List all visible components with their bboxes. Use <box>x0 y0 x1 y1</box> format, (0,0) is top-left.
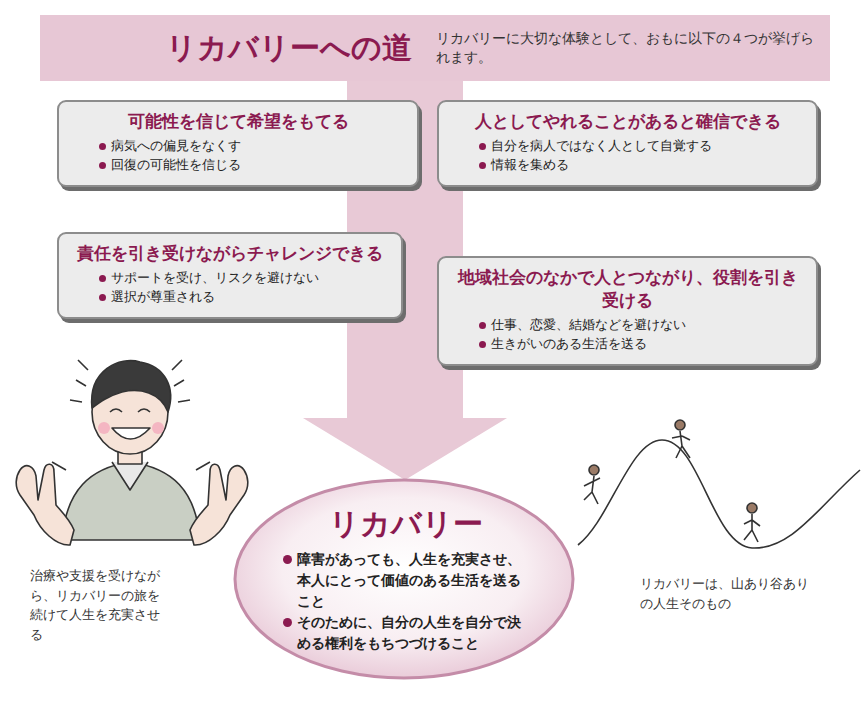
bullet-text: 自分を病人ではなく人として自覚する <box>491 137 712 156</box>
bullet-text: 回復の可能性を信じる <box>111 156 241 175</box>
bullet-text: 病気への偏見をなくす <box>111 137 241 156</box>
bullet-dot <box>479 162 486 169</box>
bullet-dot <box>283 555 292 564</box>
box-heading: 人としてやれることがあると確信できる <box>475 111 781 131</box>
text-wrap: 仕事、恋愛、結婚などを避けない <box>453 316 802 335</box>
text-wrap: 選択が尊重される <box>73 288 387 307</box>
hill-illustration <box>578 420 860 548</box>
bullet-dot <box>479 143 486 150</box>
experience-box: 責任を引き受けながらチャレンジできるサポートを受け、リスクを避けない選択が尊重さ… <box>57 232 403 319</box>
experience-box: 可能性を信じて希望をもてる病気への偏見をなくす回復の可能性を信じる <box>57 100 419 187</box>
bullet-text: 障害があっても、人生を充実させ、本人にとって価値のある生活を送ること <box>297 549 529 612</box>
bullet-text: 仕事、恋愛、結婚などを避けない <box>491 316 686 335</box>
bullet-text: 生きがいのある生活を送る <box>491 335 647 354</box>
note: リカバリーに大切な体験として、おもに以下の４つが挙げられます。 <box>436 30 814 65</box>
bullet-dot <box>479 322 486 329</box>
bullet-dot <box>99 143 106 150</box>
bullet-text: 情報を集める <box>491 156 569 175</box>
bullet-dot <box>283 618 292 627</box>
text-wrap: 自分を病人ではなく人として自覚する <box>453 137 802 156</box>
caption-label: リカバリーは、山あり谷ありの人生そのもの <box>640 574 810 613</box>
text-wrap: 障害があっても、人生を充実させ、本人にとって価値のある生活を送ること <box>283 549 529 612</box>
bullet-dot <box>99 294 106 301</box>
bullet-dot <box>99 162 106 169</box>
bullet-text: 選択が尊重される <box>111 288 215 307</box>
heading-wrap: リカバリーへの道 <box>166 28 412 69</box>
heading-wrap: 地域社会のなかで人とつながり、役割を引き受ける <box>453 266 802 312</box>
text-wrap: 情報を集める <box>453 156 802 175</box>
caption-label: 治療や支援を受けながら、リカバリーの旅を続けて人生を充実させる <box>30 566 168 644</box>
bullet-text: そのために、自分の人生を自分で決める権利をもちつづけること <box>297 612 529 654</box>
person-illustration <box>16 360 248 545</box>
heading-wrap: 人としてやれることがあると確信できる <box>453 110 802 133</box>
heading-wrap: 可能性を信じて希望をもてる <box>73 110 403 133</box>
box-heading: 責任を引き受けながらチャレンジできる <box>77 243 383 263</box>
heading-wrap: 責任を引き受けながらチャレンジできる <box>73 242 387 265</box>
text-wrap: サポートを受け、リスクを避けない <box>73 269 387 288</box>
title-band: リカバリーへの道リカバリーに大切な体験として、おもに以下の４つが挙げられます。 <box>40 15 830 81</box>
text-wrap: リカバリーに大切な体験として、おもに以下の４つが挙げられます。 <box>436 29 814 67</box>
recovery-ellipse: リカバリー障害があっても、人生を充実させ、本人にとって価値のある生活を送ることそ… <box>233 478 575 680</box>
text-wrap: 生きがいのある生活を送る <box>453 335 802 354</box>
box-heading: 可能性を信じて希望をもてる <box>128 111 349 131</box>
experience-box: 地域社会のなかで人とつながり、役割を引き受ける仕事、恋愛、結婚などを避けない生き… <box>437 256 818 366</box>
bullet-dot <box>479 341 486 348</box>
text-wrap: そのために、自分の人生を自分で決める権利をもちつづけること <box>283 612 529 654</box>
heading-wrap: リカバリー <box>283 504 529 545</box>
bullet-dot <box>99 275 106 282</box>
text-wrap: 回復の可能性を信じる <box>73 156 403 175</box>
title: リカバリーへの道 <box>166 30 412 65</box>
experience-box: 人としてやれることがあると確信できる自分を病人ではなく人として自覚する情報を集め… <box>437 100 818 187</box>
text-wrap: 病気への偏見をなくす <box>73 137 403 156</box>
box-heading: リカバリー <box>329 506 483 541</box>
box-heading: 地域社会のなかで人とつながり、役割を引き受ける <box>458 267 798 310</box>
bullet-text: サポートを受け、リスクを避けない <box>111 269 319 288</box>
